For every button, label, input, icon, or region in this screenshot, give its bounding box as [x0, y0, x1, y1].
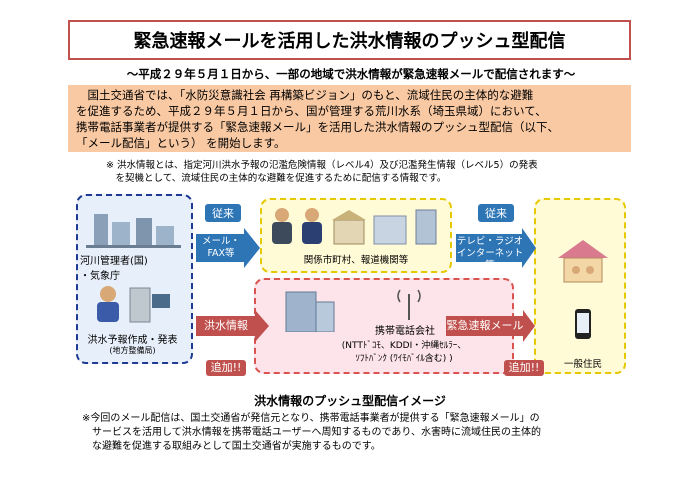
- tv-radio-arrow: テレビ・ラジオ インターネット等: [456, 234, 524, 271]
- river-manager-label: 河川管理者(国) ・気象庁: [80, 256, 148, 282]
- forecaster-sub-label: (地方整備局): [109, 346, 156, 355]
- page-title: 緊急速報メールを活用した洪水情報のプッシュ型配信: [68, 20, 631, 60]
- arrow-head-icon: [244, 228, 260, 268]
- arrow-head-icon: [523, 310, 535, 342]
- intro-paragraph: 国土交通省では、「水防災意識社会 再構築ビジョン」のもと、流域住民の主体的な避難…: [68, 85, 631, 152]
- conventional-badge-1: 従来: [205, 204, 241, 222]
- related-orgs-icons: [272, 208, 437, 245]
- mail-fax-arrow: メール・ FAX等: [196, 234, 246, 262]
- flood-info-note: ※ 洪水情報とは、指定河川洪水予報の氾濫危険情報（レベル4）及び氾濫発生情報（レ…: [106, 160, 538, 184]
- government-building-icon: [86, 214, 181, 248]
- carrier-building-icon: [285, 291, 335, 332]
- emergency-mail-arrow: 緊急速報メール: [446, 316, 524, 336]
- conventional-badge-2: 従来: [478, 204, 514, 222]
- diagram-caption: 洪水情報のプッシュ型配信イメージ: [254, 394, 446, 408]
- phone-icon: [575, 309, 591, 339]
- subtitle: ～平成２９年５月１日から、一部の地域で洪水情報が緊急速報メールで配信されます～: [126, 67, 576, 81]
- arrow-head-icon: [522, 228, 536, 268]
- carrier-label: 携帯電話会社: [375, 326, 435, 337]
- forecaster-label: 洪水予報作成・発表: [87, 335, 178, 346]
- residents-box: [534, 198, 626, 374]
- flood-info-arrow: 洪水情報: [196, 316, 256, 336]
- forecaster-computer-icon: [97, 286, 170, 323]
- related-orgs-label: 関係市町村、報道機関等: [303, 255, 409, 266]
- footnote: ※今回のメール配信は、国土交通省が発信元となり、携帯電話事業者が提供する「緊急速…: [82, 413, 541, 452]
- added-badge-1: 追加!!: [206, 360, 246, 376]
- arrow-head-icon: [255, 310, 269, 342]
- house-icon: [558, 240, 608, 283]
- added-badge-2: 追加!!: [504, 360, 544, 376]
- residents-label: 一般住民: [563, 359, 602, 370]
- carrier-list: (NTTﾄﾞｺﾓ、KDDI・沖縄ｾﾙﾗｰ、 ｿﾌﾄﾊﾞﾝｸ (ﾜｲﾓﾊﾞｲﾙ含む…: [341, 341, 467, 364]
- antenna-icon: [397, 289, 421, 320]
